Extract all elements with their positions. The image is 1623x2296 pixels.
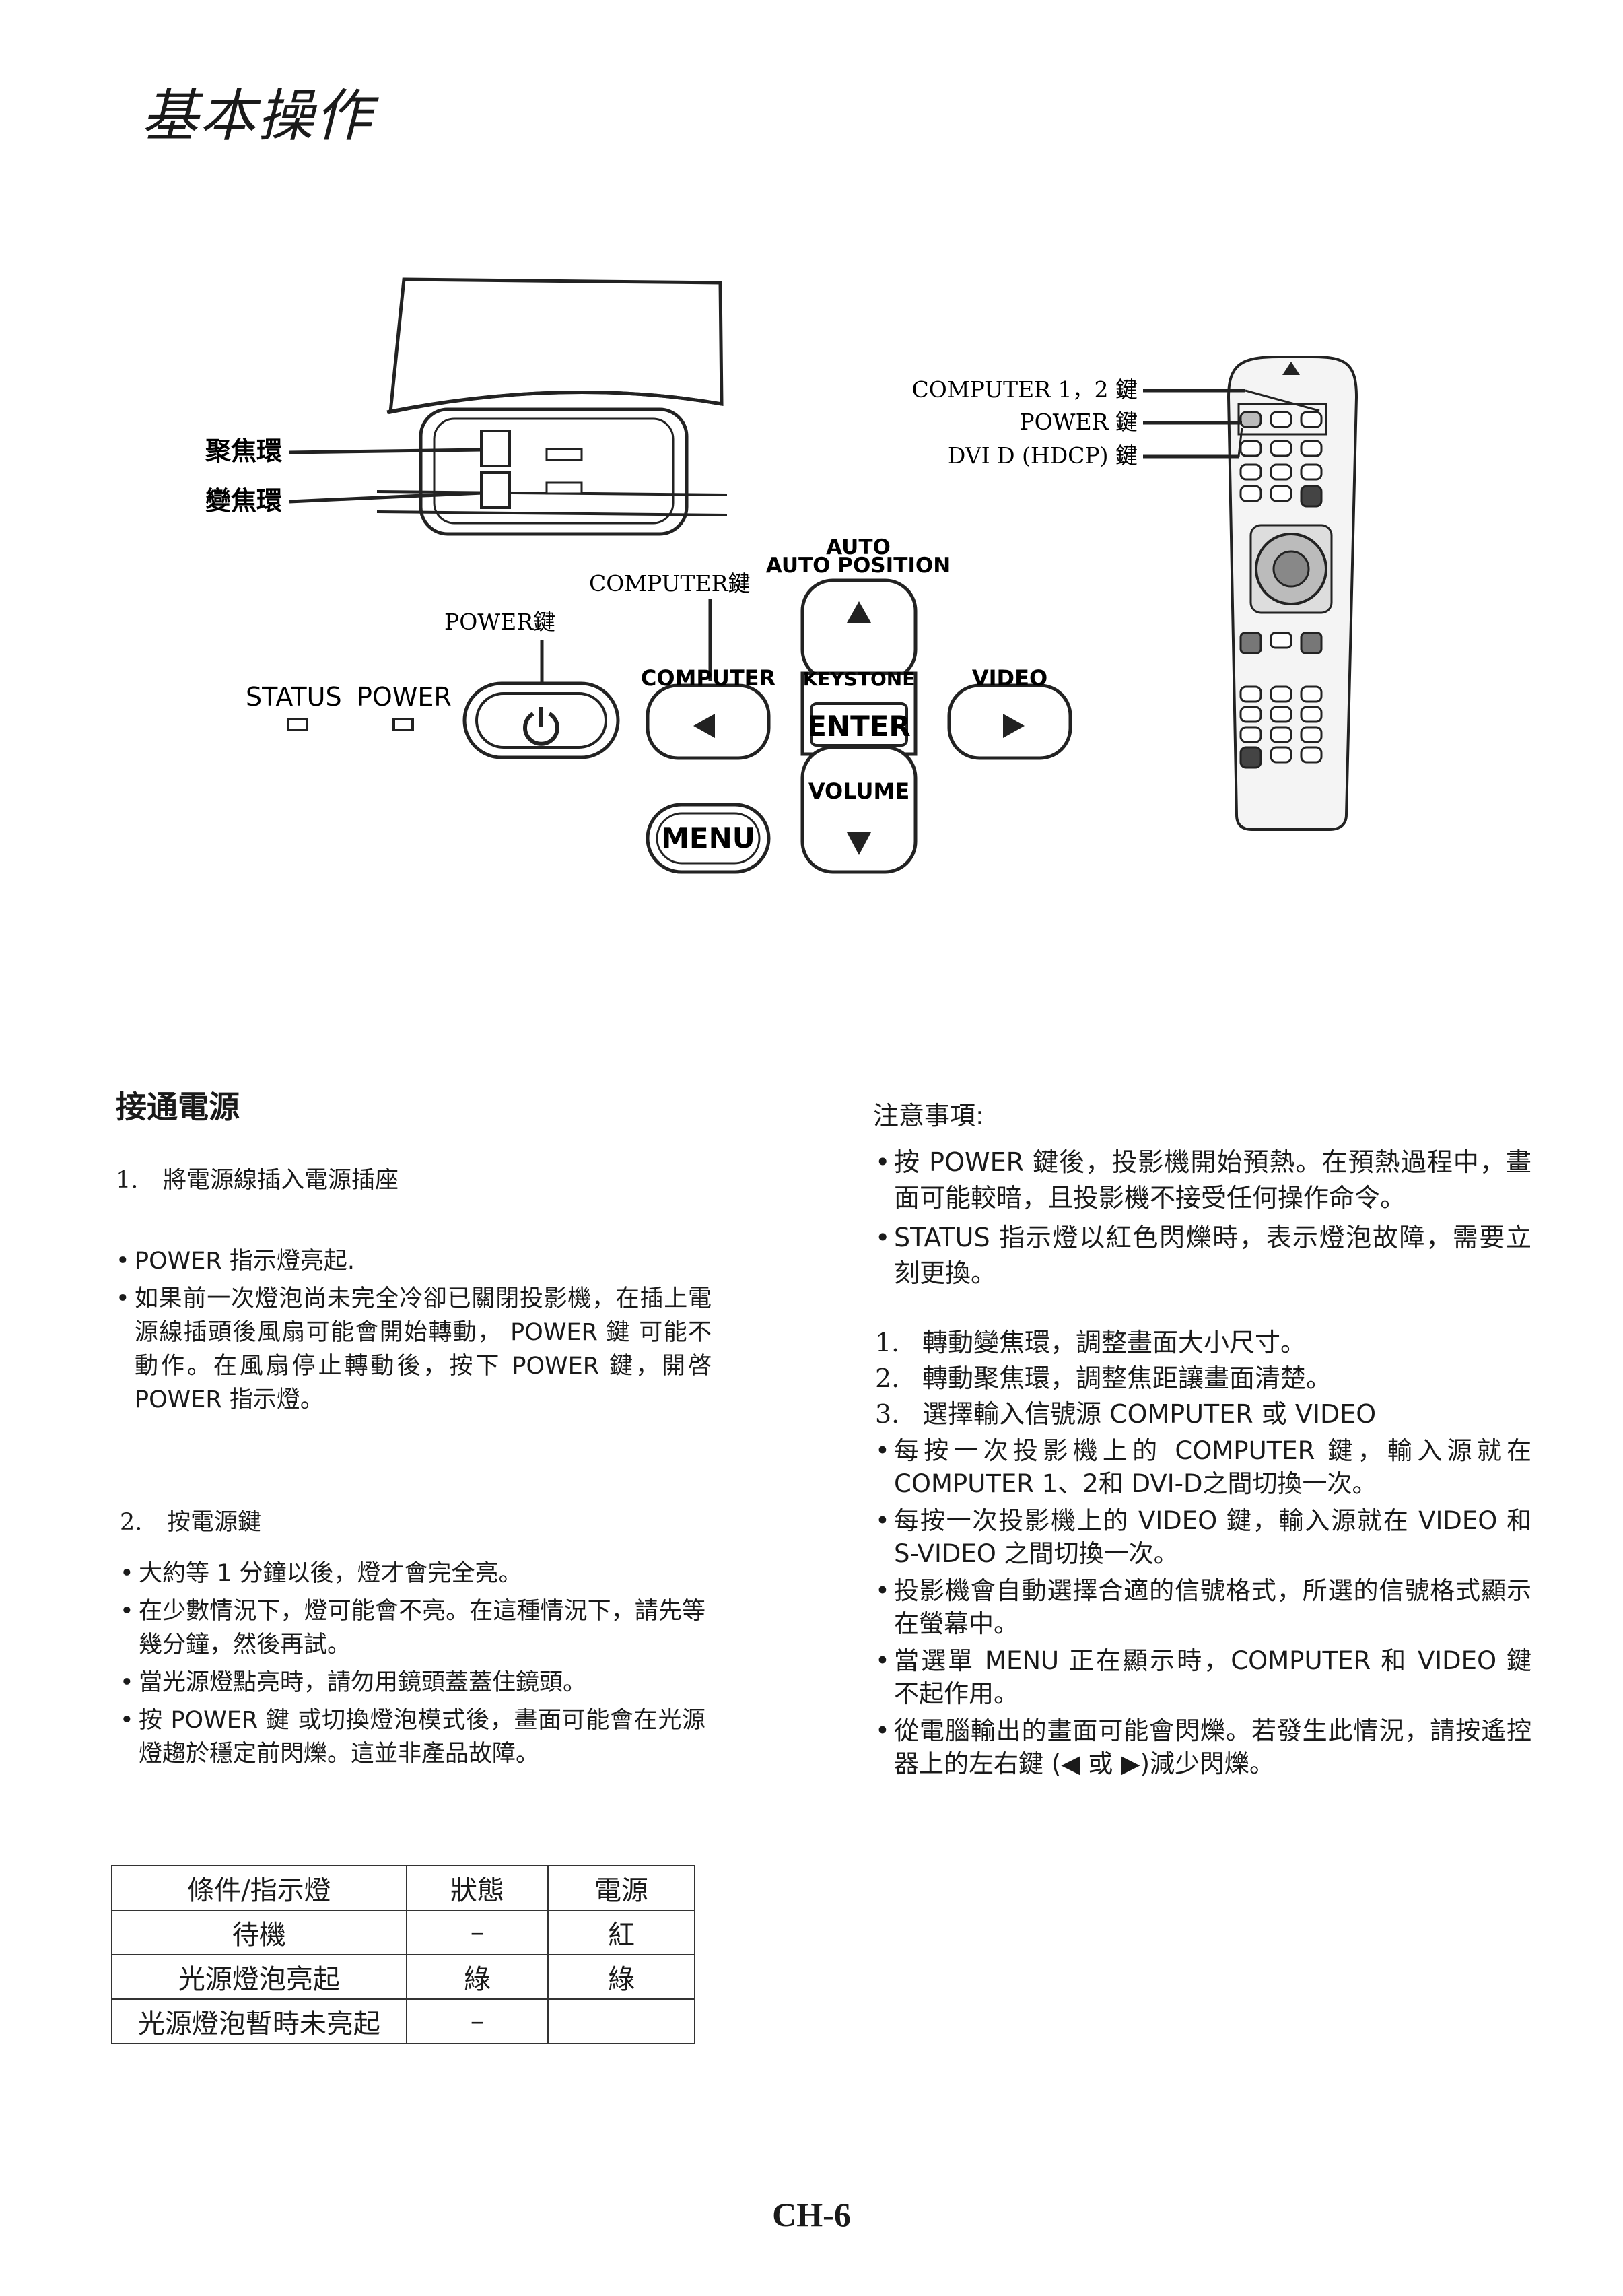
table-row: 光源燈泡亮起 綠 綠 [111,1954,696,2000]
list-item: 在少數情況下，燈可能會不亮。在這種情況下，請先等幾分鐘，然後再試。 [120,1594,705,1662]
power-led-label: POWER [357,682,452,712]
step-2: 2. 按電源鍵 [120,1506,726,1539]
step-2-text: 按電源鍵 [167,1509,262,1536]
status-led [287,718,308,731]
table-cell: 光源燈泡亮起 [111,1954,407,2000]
list-item: 2. 轉動聚焦環，調整焦距讓畫面清楚。 [875,1361,1531,1396]
power-icon [523,712,559,746]
table-header-row: 條件/指示燈 狀態 電源 [111,1865,696,1911]
table-cell: 光源燈泡暫時未亮起 [111,1998,407,2044]
list-item: 3. 選擇輸入信號源 COMPUTER 或 VIDEO [875,1396,1531,1432]
list-item: 按 POWER 鍵 或切換燈泡模式後，畫面可能會在光源燈趨於穩定前閃爍。這並非產… [120,1703,705,1771]
list-item: 當光源燈點亮時，請勿用鏡頭蓋蓋住鏡頭。 [120,1666,705,1699]
step-1-number: 1. [116,1167,139,1194]
computer-key-label: COMPUTER鍵 [589,570,750,597]
list-item: 投影機會自動選擇合適的信號格式，所選的信號格式顯示在螢幕中。 [875,1574,1531,1640]
svg-text:AUTO: AUTO [826,535,891,560]
step-text: 轉動聚焦環，調整焦距讓畫面清楚。 [922,1363,1332,1393]
video-button-label: VIDEO [972,665,1047,691]
table-header: 狀態 [405,1865,549,1911]
table-cell: 綠 [547,1954,696,2000]
table-cell: – [405,1998,549,2044]
list-item: 當選單 MENU 正在顯示時，COMPUTER 和 VIDEO 鍵 不起作用。 [875,1644,1531,1710]
step-1: 1. 將電源線插入電源插座 [116,1163,722,1197]
bullet-list-step1: POWER 指示燈亮起. 如果前一次燈泡尚未完全冷卻已關閉投影機，在插上電源線插… [116,1244,712,1421]
notice-heading: 注意事項: [873,1101,984,1130]
zoom-ring-label: 變焦環 [205,485,282,516]
list-item: POWER 指示燈亮起. [116,1244,712,1278]
enter-button[interactable]: KEYSTONE ENTER [800,668,918,756]
focus-ring-label: 聚焦環 [205,436,282,466]
menu-button[interactable]: MENU [646,803,771,874]
notice-list: 按 POWER 鍵後，投影機開始預熱。在預熱過程中，畫面可能較暗，且投影機不接受… [875,1145,1531,1295]
step-text: 選擇輸入信號源 COMPUTER 或 VIDEO [922,1399,1377,1429]
table-row: 光源燈泡暫時未亮起 – [111,1998,696,2044]
input-bullets: 每按一次投影機上的 COMPUTER 鍵，輸入源就在 COMPUTER 1、2和… [875,1434,1531,1784]
power-led [392,718,414,731]
remote-control [1227,356,1358,831]
table-cell [547,1998,696,2044]
step-2-number: 2. [120,1509,143,1536]
up-arrow-icon [847,601,871,623]
volume-button[interactable]: VOLUME [800,745,918,874]
table-cell: 綠 [405,1954,549,2000]
list-item: 按 POWER 鍵後，投影機開始預熱。在預熱過程中，畫面可能較暗，且投影機不接受… [875,1145,1531,1216]
step-number: 1. [875,1328,900,1357]
step-number: 2. [875,1363,900,1393]
list-item: 從電腦輸出的畫面可能會閃爍。若發生此情況，請按遙控器上的左右鍵 (◀ 或 ▶)減… [875,1714,1531,1780]
volume-label: VOLUME [808,778,909,804]
video-button[interactable]: VIDEO [947,665,1072,760]
table-cell: 待機 [111,1910,407,1955]
computer-button[interactable]: COMPUTER [641,665,775,760]
list-item: 每按一次投影機上的 VIDEO 鍵，輸入源就在 VIDEO 和 S-VIDEO … [875,1504,1531,1570]
auto-position-label: AUTO POSITION [766,553,951,578]
keystone-label: KEYSTONE [803,668,916,690]
list-item: 1. 轉動變焦環，調整畫面大小尺寸。 [875,1325,1531,1361]
step-number: 3. [875,1399,900,1429]
table-header: 條件/指示燈 [111,1865,407,1911]
list-item: 如果前一次燈泡尚未完全冷卻已關閉投影機，在插上電源線插頭後風扇可能會開始轉動， … [116,1282,712,1417]
computer-button-label: COMPUTER [641,665,775,691]
list-item: 每按一次投影機上的 COMPUTER 鍵，輸入源就在 COMPUTER 1、2和… [875,1434,1531,1500]
zoom-ring-leader [289,491,483,504]
right-arrow-icon [1003,714,1025,738]
left-arrow-icon [693,714,715,738]
down-arrow-icon [847,832,871,855]
table-cell: 紅 [547,1910,696,1955]
table-row: 待機 – 紅 [111,1910,696,1955]
remote-computer12-label: COMPUTER 1，2 鍵 [912,376,1138,403]
indicator-status-table: 條件/指示燈 狀態 電源 待機 – 紅 光源燈泡亮起 綠 綠 光源燈泡暫時未亮起… [111,1865,696,2044]
section-heading-power-on: 接通電源 [116,1089,240,1125]
status-led-label: STATUS [246,682,342,712]
step-text: 轉動變焦環，調整畫面大小尺寸。 [922,1328,1307,1357]
step-1-text: 將電源線插入電源插座 [163,1167,399,1194]
focus-ring-leader [289,448,483,454]
auto-position-button[interactable] [800,578,918,682]
remote-dvid-label: DVI D (HDCP) 鍵 [948,442,1138,469]
remote-power-label: POWER 鍵 [1019,409,1138,435]
table-header: 電源 [547,1865,696,1911]
page-number: CH-6 [772,2196,851,2233]
enter-button-label: ENTER [807,710,911,743]
bullet-list-step2: 大約等 1 分鐘以後，燈才會完全亮。 在少數情況下，燈可能會不亮。在這種情況下，… [120,1557,705,1775]
power-key-label: POWER鍵 [444,609,555,635]
adjust-steps: 1. 轉動變焦環，調整畫面大小尺寸。 2. 轉動聚焦環，調整焦距讓畫面清楚。 3. 選… [875,1325,1531,1432]
page-title: 基本操作 [141,83,374,149]
power-button[interactable] [462,681,620,759]
projector-diagram: 聚焦環 變焦環 COMPUTER鍵 POWER鍵 STATUS POWER AU… [205,277,1358,874]
list-item: 大約等 1 分鐘以後，燈才會完全亮。 [120,1557,705,1590]
table-cell: – [405,1910,549,1955]
list-item: STATUS 指示燈以紅色閃爍時，表示燈泡故障，需要立刻更換。 [875,1220,1531,1291]
menu-button-label: MENU [661,821,755,854]
